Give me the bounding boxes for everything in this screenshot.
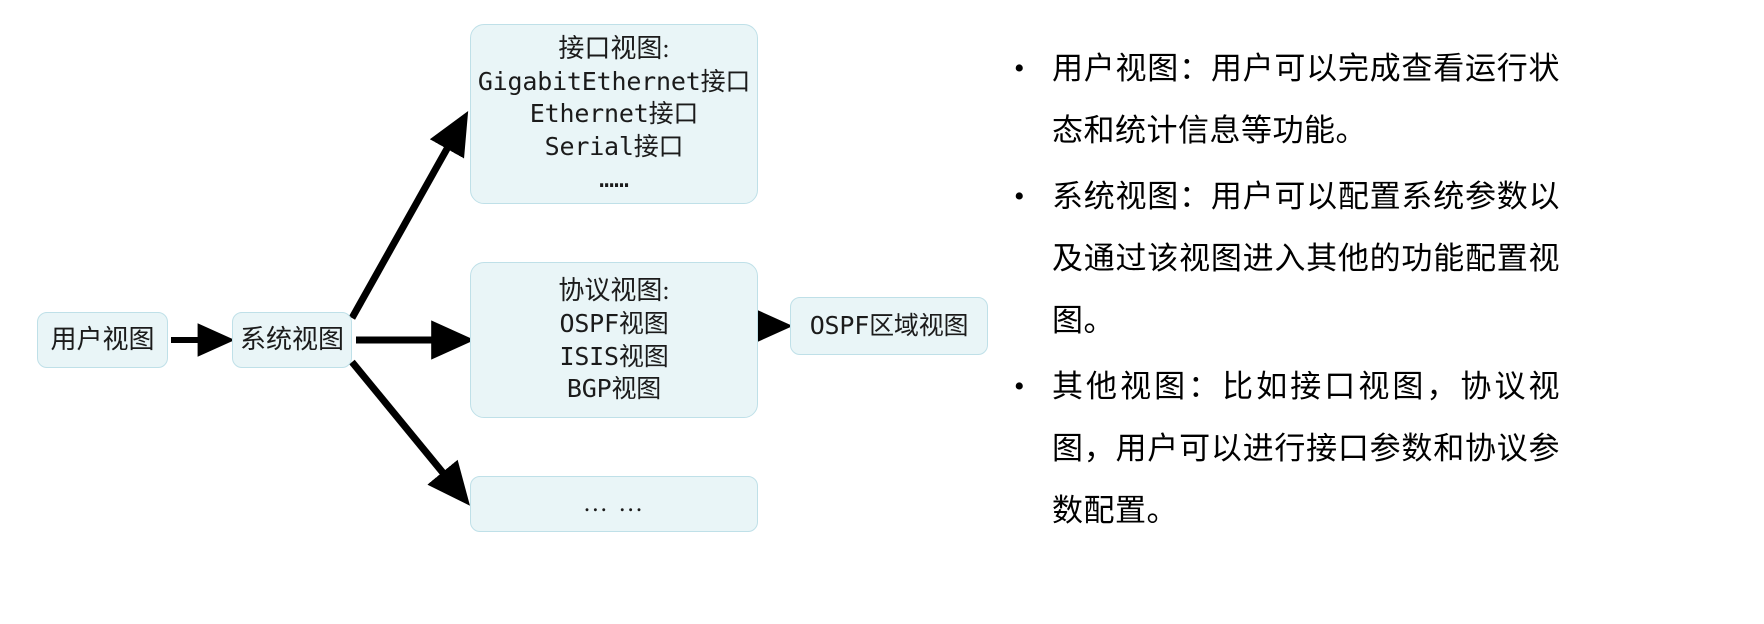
node-protocol-view-title: 协议视图: [558, 276, 670, 306]
node-system-view-label: 系统视图 [239, 325, 344, 355]
arrow-system-to-other [349, 359, 470, 506]
node-other-view[interactable]: … … [470, 476, 758, 532]
bullet-icon: • [1014, 180, 1025, 213]
node-interface-view-line-1: GigabitEthernet接口 [477, 66, 751, 96]
node-user-view-label: 用户视图 [50, 325, 155, 355]
bullet-icon: • [1014, 52, 1025, 85]
node-ospf-area-view[interactable]: OSPF区域视图 [790, 297, 988, 355]
node-protocol-view[interactable]: 协议视图: OSPF视图 ISIS视图 BGP视图 [470, 262, 758, 418]
arrow-system-to-interface [348, 111, 469, 320]
list-item: • 用户视图：用户可以完成查看运行状态和统计信息等功能。 [1000, 38, 1560, 162]
node-interface-view-line-4: …… [599, 164, 629, 194]
node-interface-view-line-3: Serial接口 [544, 131, 684, 161]
node-protocol-view-line-3: BGP视图 [566, 374, 662, 404]
node-protocol-view-line-1: OSPF视图 [559, 309, 669, 339]
node-interface-view[interactable]: 接口视图: GigabitEthernet接口 Ethernet接口 Seria… [470, 24, 758, 204]
node-user-view[interactable]: 用户视图 [37, 312, 168, 368]
node-interface-view-title: 接口视图: [558, 34, 670, 64]
node-interface-view-line-2: Ethernet接口 [529, 99, 699, 129]
note-text-3: 其他视图：比如接口视图，协议视图，用户可以进行接口参数和协议参数配置。 [1052, 369, 1560, 528]
node-protocol-view-line-2: ISIS视图 [559, 341, 669, 371]
node-other-view-label: … … [582, 489, 646, 517]
node-system-view[interactable]: 系统视图 [232, 312, 352, 368]
notes-list: • 用户视图：用户可以完成查看运行状态和统计信息等功能。 • 系统视图：用户可以… [1000, 38, 1560, 546]
note-text-2: 系统视图：用户可以配置系统参数以及通过该视图进入其他的功能配置视图。 [1052, 179, 1560, 338]
note-text-1: 用户视图：用户可以完成查看运行状态和统计信息等功能。 [1052, 51, 1560, 148]
bullet-icon: • [1014, 370, 1025, 403]
list-item: • 系统视图：用户可以配置系统参数以及通过该视图进入其他的功能配置视图。 [1000, 166, 1560, 352]
node-ospf-area-view-label: OSPF区域视图 [809, 310, 969, 340]
list-item: • 其他视图：比如接口视图，协议视图，用户可以进行接口参数和协议参数配置。 [1000, 356, 1560, 542]
